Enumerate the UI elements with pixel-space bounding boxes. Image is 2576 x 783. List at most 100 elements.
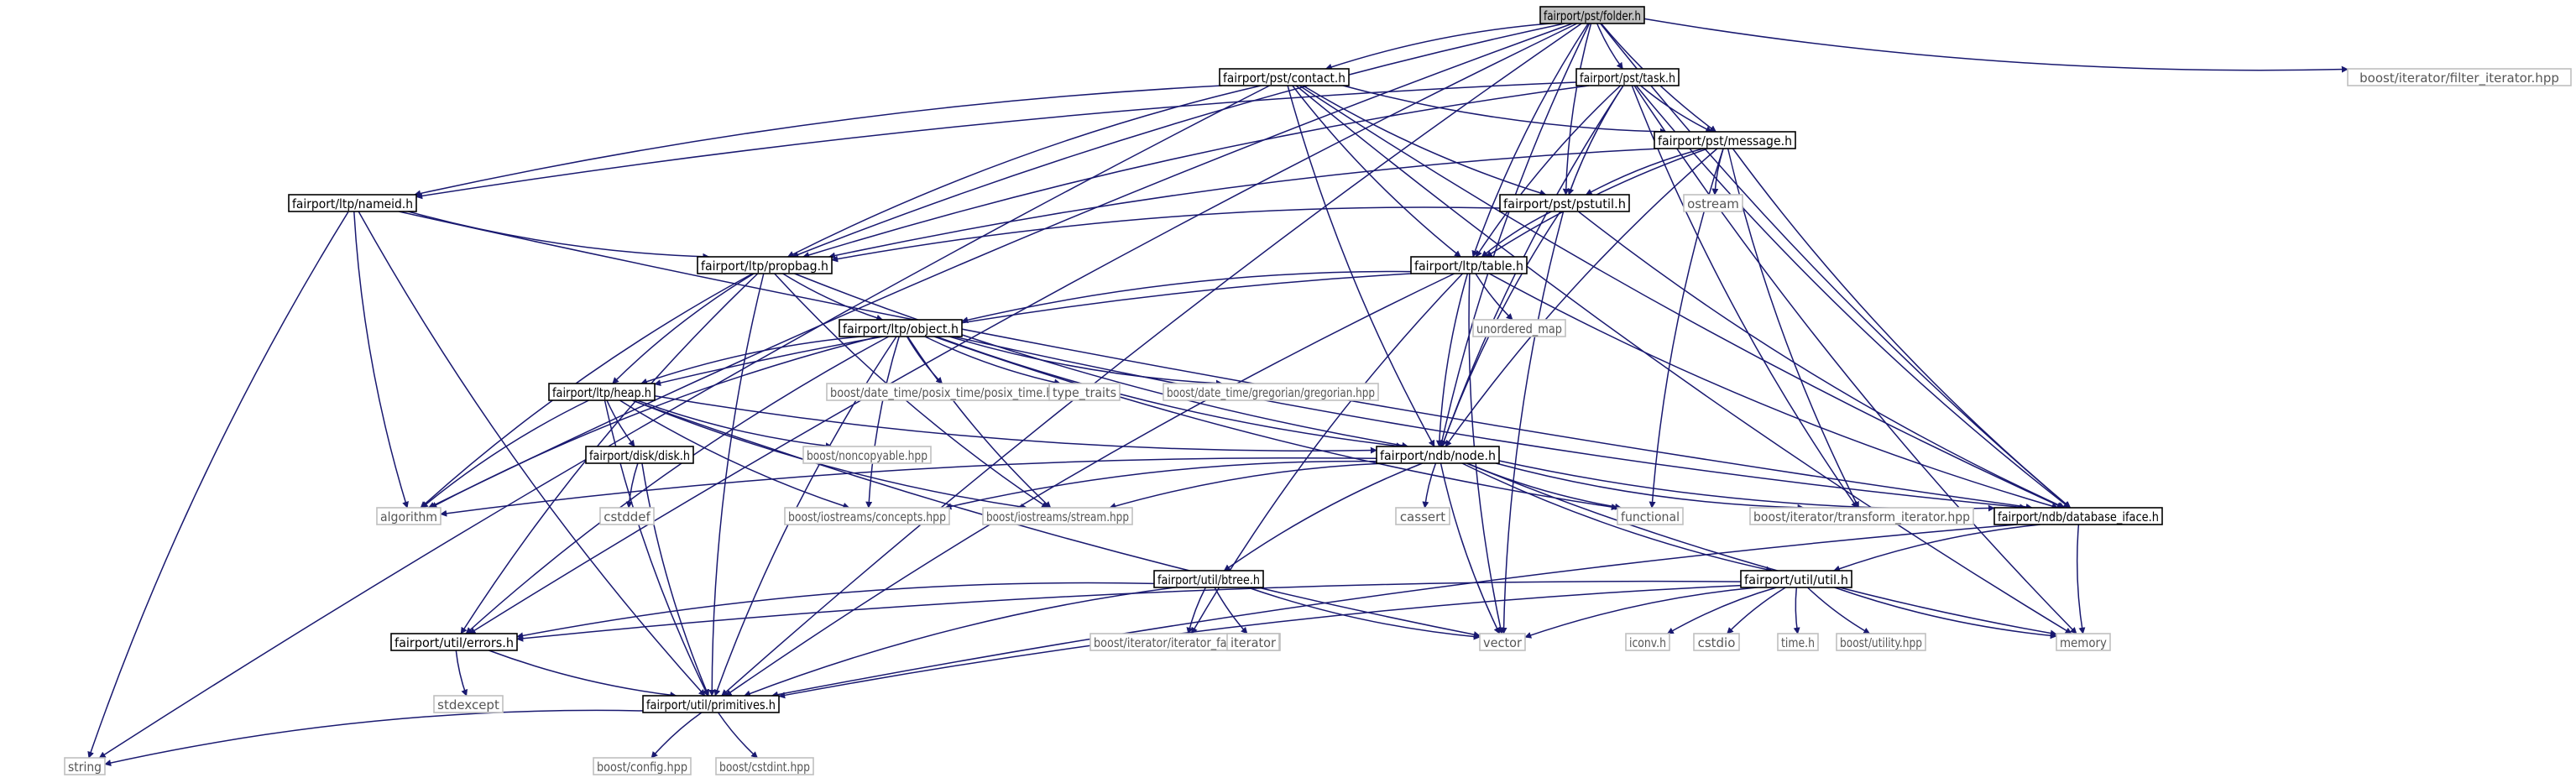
edge-folder-to-algorithm <box>427 23 1573 509</box>
node-unordered_map-box <box>1472 319 1566 337</box>
node-db_iface[interactable]: fairport/ndb/database_iface.h <box>1993 507 2163 525</box>
node-cassert: cassert <box>1395 507 1450 525</box>
edge-util-to-primitives <box>778 584 1742 699</box>
node-contact[interactable]: fairport/pst/contact.h <box>1219 68 1350 86</box>
edge-node-to-stream <box>1109 462 1386 509</box>
edge-task-to-table <box>1475 85 1622 258</box>
node-table[interactable]: fairport/ltp/table.h <box>1410 256 1528 274</box>
node-stdexcept-box <box>433 695 504 713</box>
edge-folder-to-task <box>1596 23 1623 70</box>
node-heap-label: fairport/ltp/heap.h <box>552 385 651 400</box>
edge-object-to-gregorian <box>948 336 1223 387</box>
edge-heap-to-vector <box>631 399 1481 639</box>
node-noncopyable: boost/noncopyable.hpp <box>802 446 932 464</box>
edge-heap-to-concepts <box>619 399 850 509</box>
node-algorithm: algorithm <box>376 507 442 525</box>
edge-heap-to-primitives <box>604 399 709 697</box>
edge-contact-to-nameid <box>414 85 1223 197</box>
edge-contact-to-table <box>1292 85 1461 258</box>
edge-disk-to-cstddef <box>625 462 639 509</box>
edge-node-to-algorithm <box>440 457 1377 517</box>
edge-propbag-to-heap <box>612 273 755 384</box>
node-message[interactable]: fairport/pst/message.h <box>1654 131 1796 149</box>
node-object-box <box>839 319 963 337</box>
edge-task-to-memory <box>1633 85 2077 634</box>
node-gregorian-label: boost/date_time/gregorian/gregorian.hpp <box>1167 385 1375 401</box>
node-btree[interactable]: fairport/util/btree.h <box>1153 570 1264 588</box>
edge-node-to-memory <box>1466 462 2057 637</box>
node-cstdio: cstdio <box>1693 633 1740 651</box>
node-cstdint: boost/cstdint.hpp <box>715 757 814 775</box>
edge-disk-to-primitives <box>641 462 709 697</box>
node-nameid-label: fairport/ltp/nameid.h <box>292 196 413 211</box>
node-filter_it-box <box>2347 68 2572 86</box>
edge-node-to-cassert <box>1422 462 1437 509</box>
node-node-box <box>1376 446 1500 464</box>
node-utility-label: boost/utility.hpp <box>1840 635 1922 650</box>
edge-btree-to-vector <box>1247 587 1481 640</box>
node-cstddef: cstddef <box>599 507 655 525</box>
edge-btree-to-iterator <box>1214 587 1248 634</box>
node-string-label: string <box>68 760 102 775</box>
edge-folder-to-pstutil <box>1562 23 1592 196</box>
edge-db_iface-to-memory <box>2076 524 2086 634</box>
edge-object-to-heap <box>640 336 862 385</box>
edge-table-to-primitives <box>724 273 1455 697</box>
node-task[interactable]: fairport/pst/task.h <box>1575 68 1680 86</box>
node-cstdint-box <box>715 757 814 775</box>
node-primitives-label: fairport/util/primitives.h <box>646 697 776 713</box>
edge-heap-to-noncopyable <box>636 399 833 450</box>
node-stream-box <box>982 507 1133 525</box>
edge-btree-to-iter_facade <box>1186 587 1206 634</box>
edge-table-to-object <box>961 270 1412 324</box>
edge-contact-to-node <box>1287 85 1435 447</box>
node-type_traits-label: type_traits <box>1053 385 1116 401</box>
edge-btree-to-errors <box>516 582 1155 639</box>
edge-btree-to-primitives <box>744 587 1176 697</box>
node-noncopyable-label: boost/noncopyable.hpp <box>807 448 927 463</box>
node-iconv-box <box>1625 633 1670 651</box>
node-task-label: fairport/pst/task.h <box>1580 70 1675 86</box>
edge-folder-to-propbag <box>792 23 1565 258</box>
node-btree-label: fairport/util/btree.h <box>1157 572 1260 587</box>
node-nameid[interactable]: fairport/ltp/nameid.h <box>288 194 417 212</box>
node-cassert-box <box>1395 507 1450 525</box>
edge-pstutil-to-propbag <box>831 206 1501 263</box>
node-propbag[interactable]: fairport/ltp/propbag.h <box>697 256 833 274</box>
edge-task-to-propbag <box>802 85 1590 258</box>
node-noncopyable-box <box>802 446 932 464</box>
node-config-label: boost/config.hpp <box>597 760 687 775</box>
edge-message-to-pstutil <box>1585 148 1704 196</box>
node-vector-label: vector <box>1483 635 1523 650</box>
edge-folder-to-table <box>1471 23 1589 258</box>
edge-object-to-type_traits <box>924 336 1061 386</box>
node-string: string <box>64 757 106 775</box>
node-functional-label: functional <box>1621 509 1680 525</box>
node-utility: boost/utility.hpp <box>1836 633 1926 651</box>
node-node[interactable]: fairport/ndb/node.h <box>1376 446 1500 464</box>
node-heap[interactable]: fairport/ltp/heap.h <box>548 383 656 401</box>
node-disk[interactable]: fairport/disk/disk.h <box>585 446 694 464</box>
edge-folder-to-filter_it <box>1643 18 2349 73</box>
node-object[interactable]: fairport/ltp/object.h <box>839 319 963 337</box>
node-cassert-label: cassert <box>1400 509 1445 525</box>
node-primitives[interactable]: fairport/util/primitives.h <box>642 695 780 713</box>
edges-layer <box>87 18 2349 766</box>
node-time_h: time.h <box>1777 633 1819 651</box>
edge-db_iface-to-util <box>1833 524 2041 572</box>
edge-heap-to-disk <box>606 399 635 447</box>
node-disk-label: fairport/disk/disk.h <box>589 448 690 463</box>
node-concepts-box <box>784 507 950 525</box>
node-transform_it-box <box>1749 507 1974 525</box>
edge-object-to-algorithm <box>430 336 879 509</box>
node-util[interactable]: fairport/util/util.h <box>1740 570 1852 588</box>
node-folder-label: fairport/pst/folder.h <box>1544 8 1641 23</box>
node-pstutil[interactable]: fairport/pst/pstutil.h <box>1499 194 1630 212</box>
node-folder[interactable]: fairport/pst/folder.h <box>1539 6 1645 24</box>
node-errors[interactable]: fairport/util/errors.h <box>390 633 518 651</box>
edge-nameid-to-string <box>87 211 349 759</box>
edge-contact-to-message <box>1342 85 1667 135</box>
edge-nameid-to-algorithm <box>353 211 409 509</box>
edge-table-to-unordered_map <box>1475 273 1513 321</box>
